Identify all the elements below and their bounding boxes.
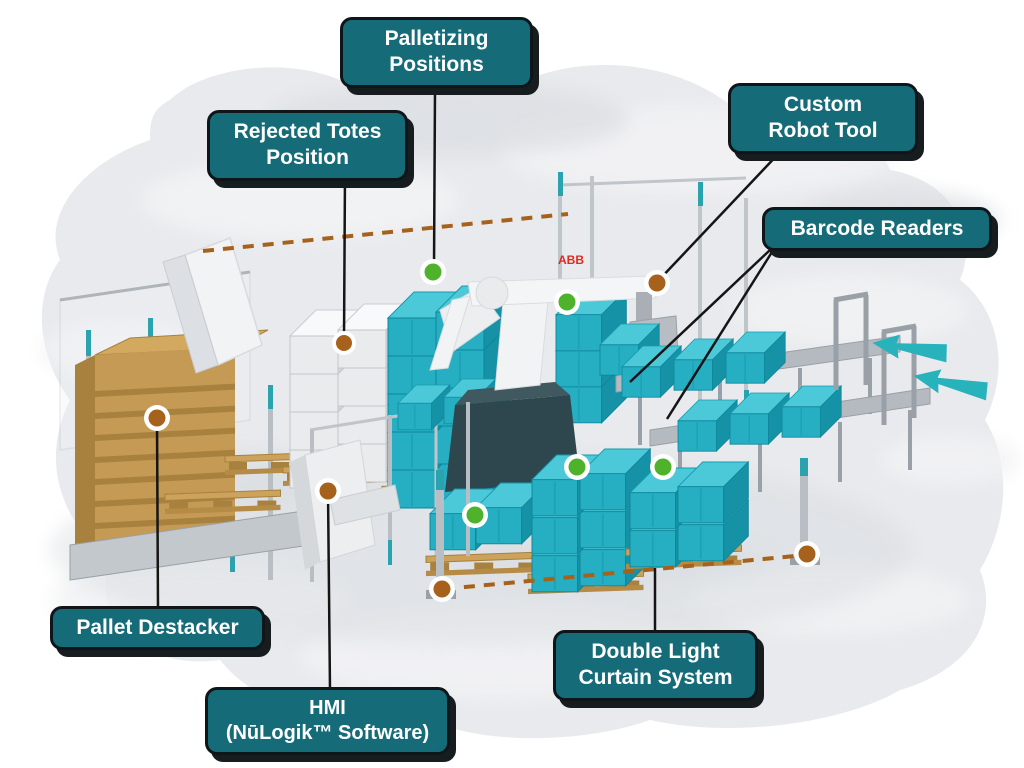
- callout-palletizing-positions: Palletizing Positions: [340, 17, 533, 88]
- rejected-totes-marker: [332, 331, 356, 355]
- callout-hmi: HMI (NūLogik™ Software): [205, 687, 450, 755]
- light-curtain-dashed-line-bottom: [443, 553, 807, 591]
- pallet-load-medium-marker: [650, 454, 676, 480]
- barcode-reader-gantry: [833, 291, 869, 390]
- light-curtain-dashed-line-top: [202, 212, 569, 253]
- palletizing-positions-marker: [420, 259, 446, 285]
- light-curtain-corner-marker-right: [794, 541, 820, 567]
- infeed-arrows: [872, 334, 988, 401]
- abb-logo: ABB: [558, 253, 584, 267]
- pallet-destacker-marker: [144, 405, 170, 431]
- leader-hmi: [326, 491, 332, 691]
- pallet-load-tall-marker: [564, 454, 590, 480]
- leader-lines: [155, 89, 783, 691]
- custom-robot-tool-marker: [644, 270, 670, 296]
- pallet-load-small-marker: [462, 502, 488, 528]
- hmi-console: [290, 402, 470, 582]
- point-markers: [144, 259, 820, 602]
- hmi-marker: [315, 478, 341, 504]
- callout-double-light-curtain: Double Light Curtain System: [553, 630, 758, 701]
- infeed-conveyors: [615, 291, 931, 500]
- callout-pallet-destacker: Pallet Destacker: [50, 606, 265, 651]
- pallet-load-medium: [625, 461, 750, 570]
- infeed-arrow: [913, 369, 988, 401]
- leader-rejected-totes: [342, 171, 347, 341]
- callout-barcode-readers: Barcode Readers: [762, 207, 992, 252]
- light-curtain-corner-marker-left: [429, 576, 455, 602]
- robot-side-position-marker: [554, 289, 580, 315]
- leader-palletizing-positions: [432, 89, 437, 269]
- infeed-arrow: [872, 334, 947, 363]
- callout-rejected-totes-position: Rejected Totes Position: [207, 110, 408, 181]
- leader-pallet-destacker: [155, 419, 160, 611]
- callout-custom-robot-tool: Custom Robot Tool: [728, 83, 918, 154]
- leader-barcode-reader-2: [665, 251, 774, 420]
- control-cabinet: [162, 237, 263, 374]
- leader-custom-robot-tool: [657, 149, 783, 282]
- leader-barcode-reader-1: [629, 249, 771, 383]
